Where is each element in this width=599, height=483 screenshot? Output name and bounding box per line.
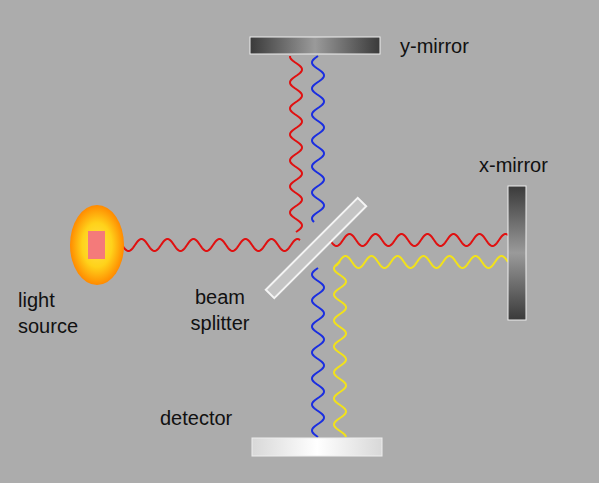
wave-line <box>334 262 346 437</box>
y-mirror-plate <box>250 37 380 54</box>
x-mirror-plate <box>508 186 526 320</box>
wave-line <box>330 234 508 246</box>
beam-splitter-plate <box>266 198 366 298</box>
y-mirror-label: y-mirror <box>400 33 510 59</box>
wave-line <box>336 256 508 268</box>
wave-line <box>312 56 324 222</box>
light-waves <box>122 56 508 437</box>
wave-line <box>290 56 302 232</box>
detector-label: detector <box>160 405 250 431</box>
x-mirror-label: x-mirror <box>479 152 589 178</box>
beam-splitter-label: beam splitter <box>176 284 264 336</box>
lamp-filament <box>88 231 105 259</box>
light-source-lamp <box>70 205 124 285</box>
wave-line <box>312 268 324 437</box>
detector-plate <box>252 438 382 456</box>
wave-line <box>122 239 300 251</box>
light-source-label: light source <box>18 287 103 339</box>
